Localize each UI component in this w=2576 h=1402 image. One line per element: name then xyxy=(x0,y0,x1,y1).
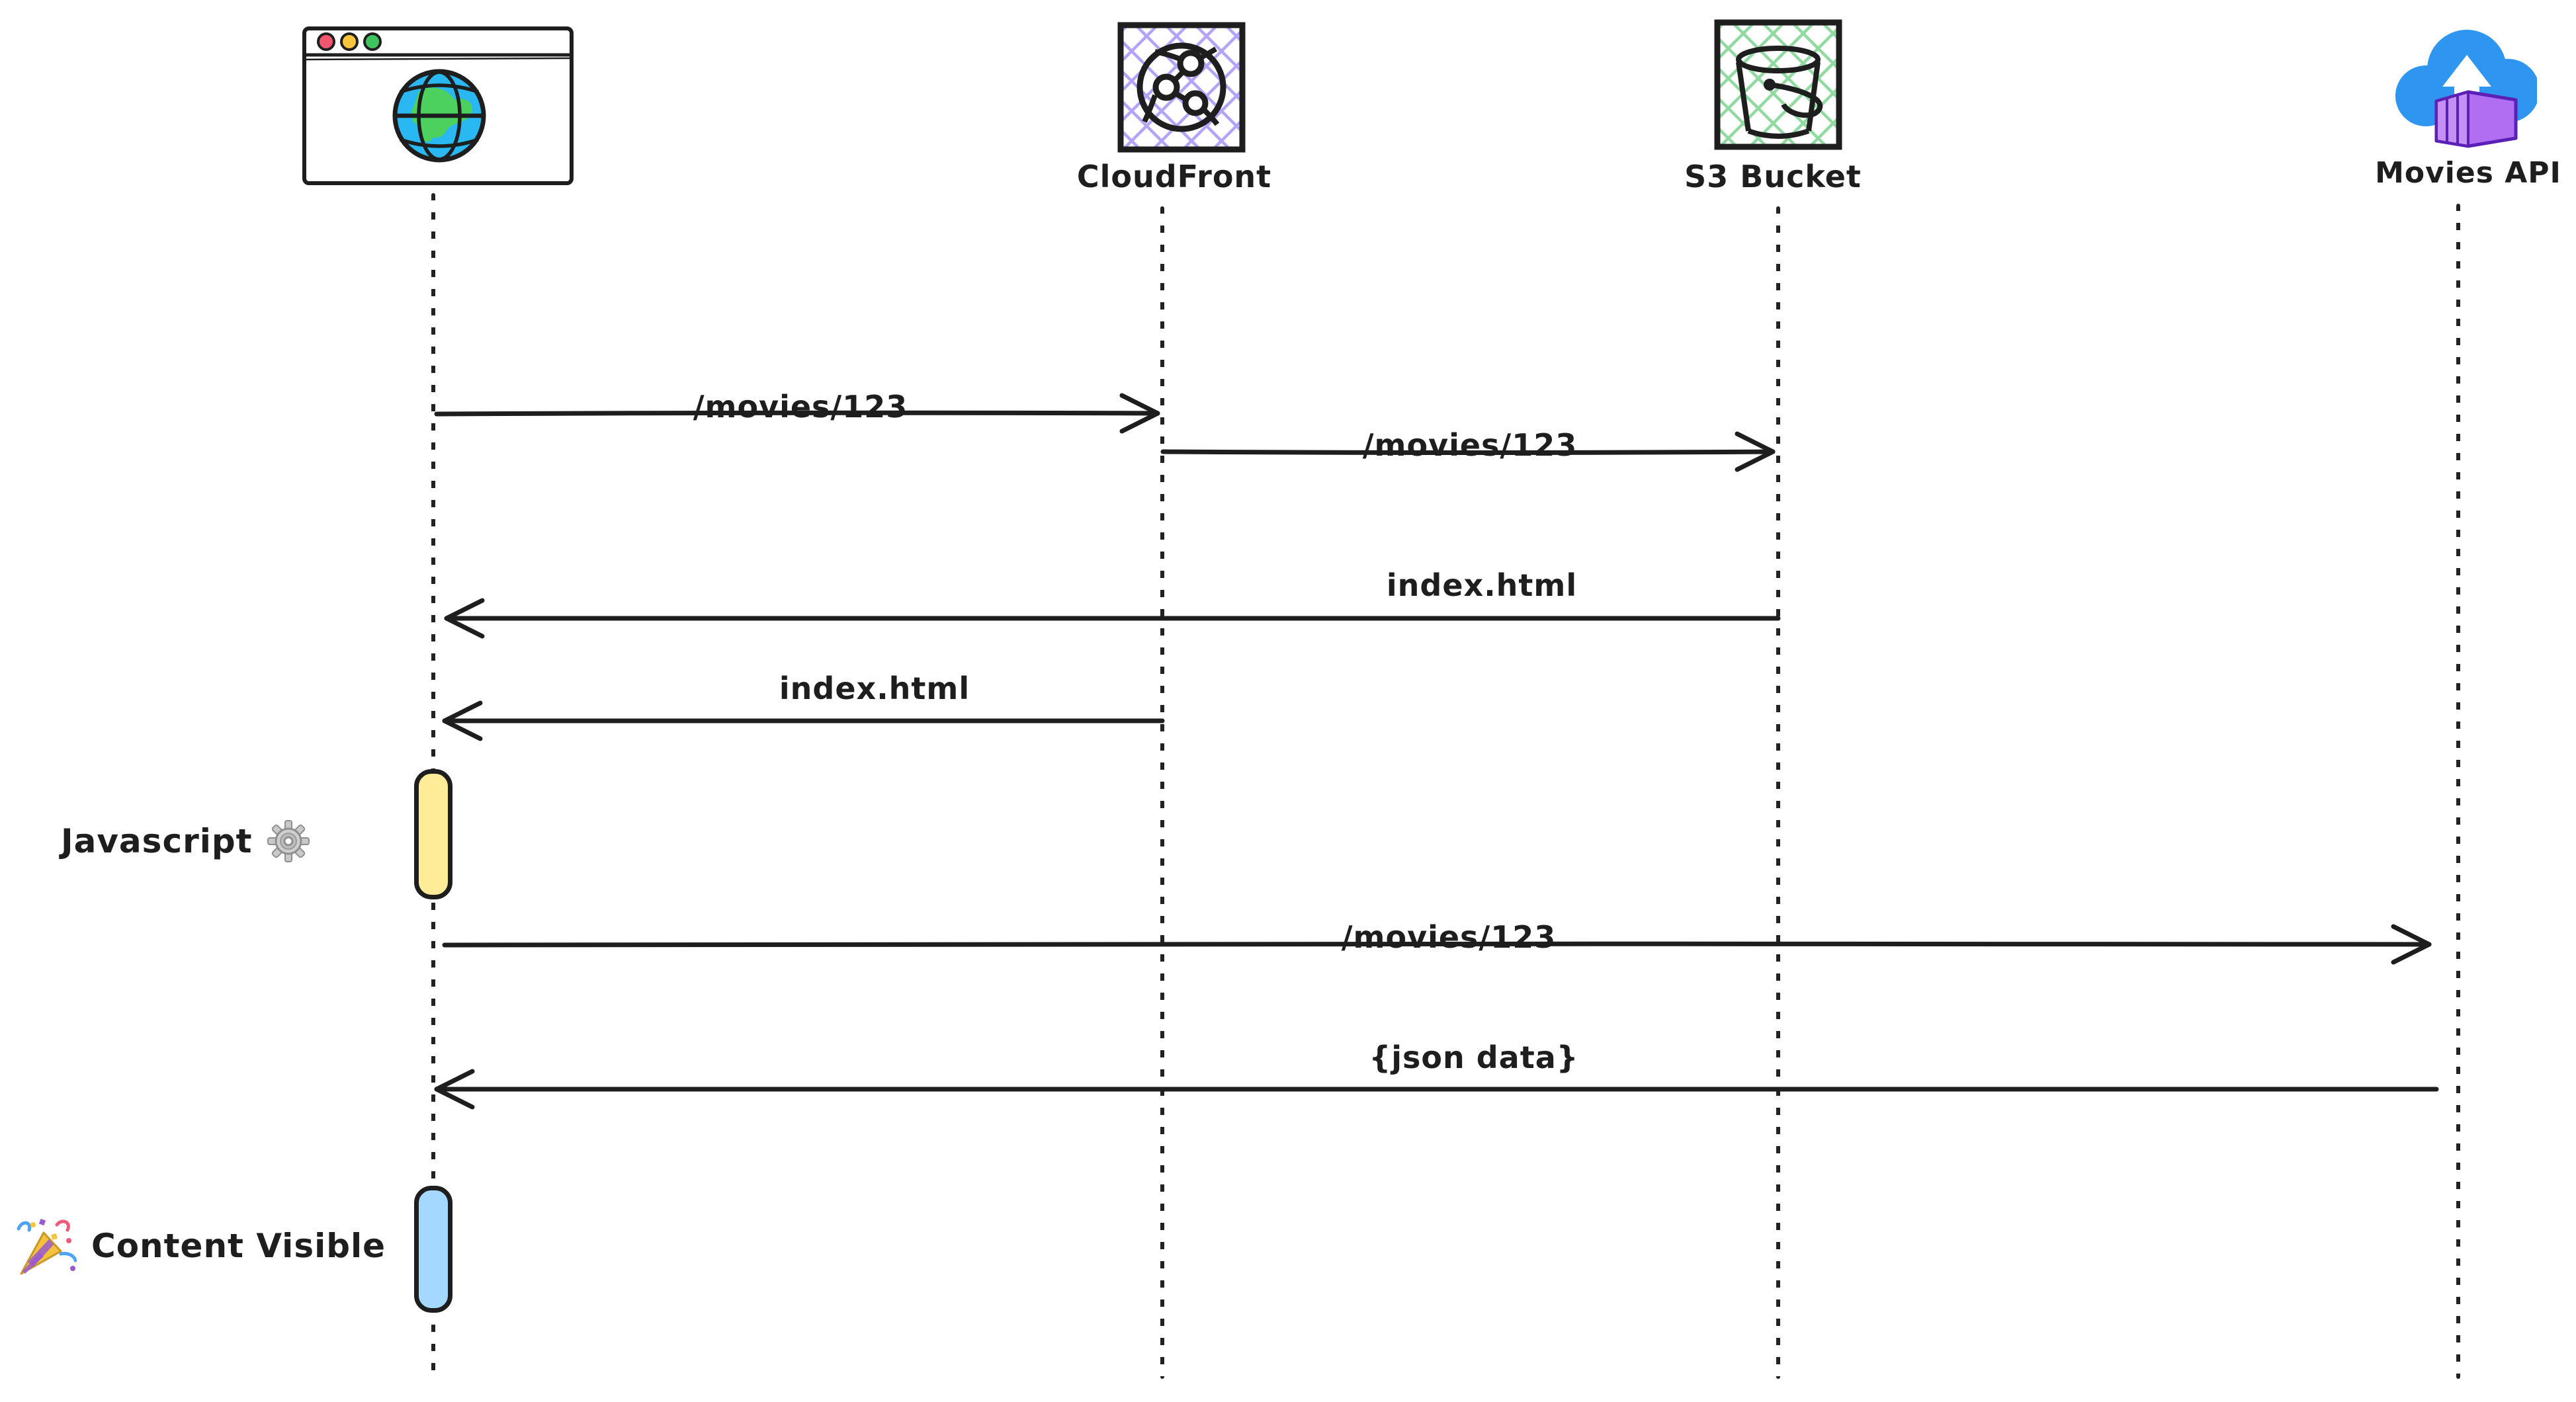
content-visible-annotation: Content Visible xyxy=(13,1214,386,1278)
actor-label-cloudfront: CloudFront xyxy=(1076,159,1272,194)
activation-javascript xyxy=(414,769,452,899)
message-label: {json data} xyxy=(1369,1040,1579,1075)
message-label: index.html xyxy=(779,671,970,706)
cloudfront-network-icon xyxy=(1117,22,1246,153)
gear-icon xyxy=(267,820,310,862)
party-popper-icon xyxy=(17,1218,77,1275)
lifeline-movies-api xyxy=(2456,204,2460,1379)
activation-content-visible xyxy=(414,1186,452,1313)
browser-window-icon xyxy=(302,26,574,185)
message-label: /movies/123 xyxy=(1362,427,1578,463)
cloud-upload-container-icon xyxy=(2395,30,2537,148)
content-visible-label: Content Visible xyxy=(91,1227,386,1265)
message-label: /movies/123 xyxy=(1341,919,1557,955)
message-label: index.html xyxy=(1386,567,1578,603)
javascript-annotation: Javascript xyxy=(61,820,310,862)
message-label: /movies/123 xyxy=(693,389,908,425)
lifeline-cloudfront xyxy=(1160,206,1164,1379)
arrow-browser-to-cloudfront xyxy=(423,387,1178,440)
actor-label-s3-bucket: S3 Bucket xyxy=(1684,159,1862,194)
lifeline-s3-bucket xyxy=(1776,206,1780,1379)
s3-bucket-icon xyxy=(1714,19,1842,150)
arrow-cloudfront-to-browser xyxy=(431,694,1176,747)
arrow-cloudfront-to-s3 xyxy=(1150,425,1786,478)
arrow-movies-api-to-browser xyxy=(425,1063,2450,1116)
javascript-label: Javascript xyxy=(61,822,253,860)
actor-label-movies-api: Movies API xyxy=(2375,156,2561,190)
arrow-browser-to-movies-api xyxy=(431,918,2444,971)
arrow-s3-to-cloudfront xyxy=(433,592,1791,645)
